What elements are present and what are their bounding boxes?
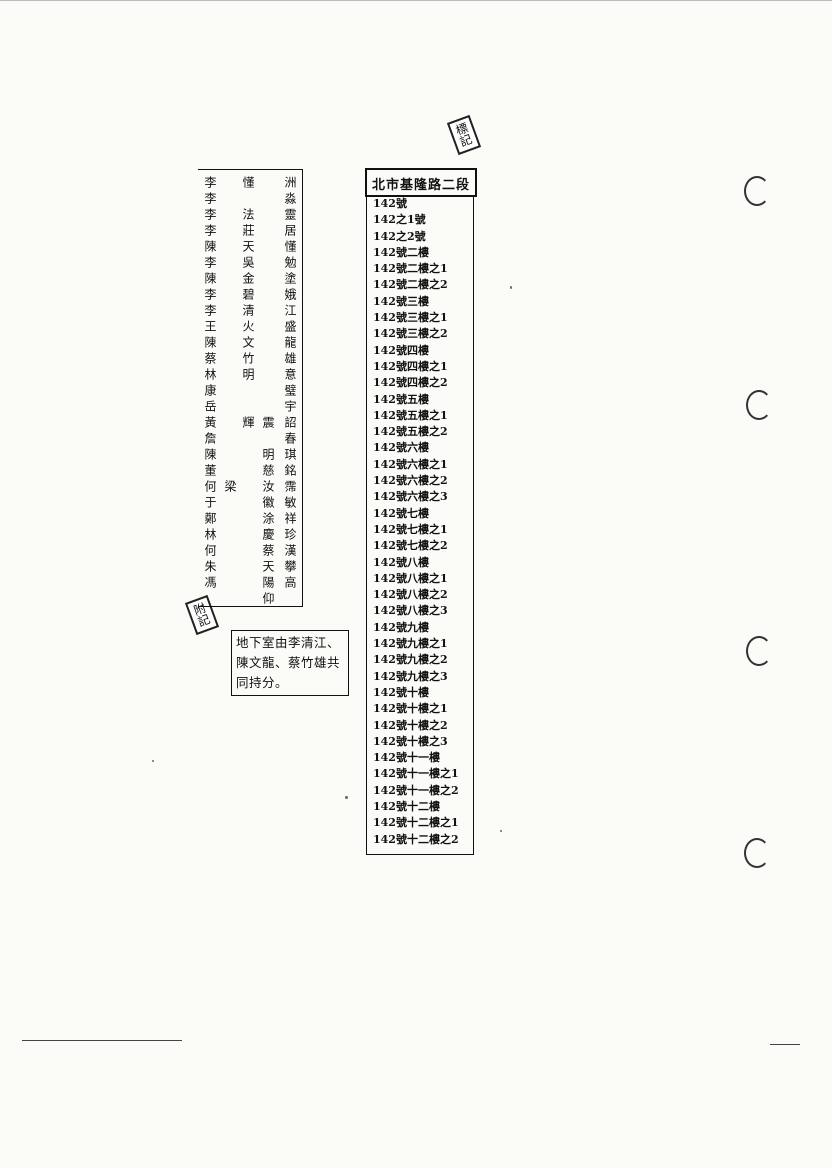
names-column-4: 震 明慈汝徽涂慶蔡天陽仰 bbox=[261, 176, 275, 608]
address-item: 142號七樓之2 bbox=[373, 539, 448, 553]
names-column-2: 梁 bbox=[223, 176, 237, 496]
basement-note: 地下室由李清江、陳文龍、蔡竹雄共同持分。 bbox=[231, 630, 349, 696]
address-item: 142號九樓之1 bbox=[373, 637, 448, 651]
address-item: 142號六樓 bbox=[373, 441, 429, 455]
scan-top-edge bbox=[0, 0, 832, 1]
stamp-char: 記 bbox=[196, 612, 213, 630]
address-header: 北市基隆路二段 bbox=[365, 168, 478, 197]
address-item: 142號十一樓之2 bbox=[373, 783, 459, 797]
address-item: 142號八樓之1 bbox=[373, 571, 448, 585]
address-item: 142號五樓之2 bbox=[373, 425, 448, 439]
scan-speck bbox=[500, 830, 502, 832]
address-item: 142號二樓 bbox=[373, 245, 429, 259]
address-item: 142號二樓之2 bbox=[373, 278, 448, 292]
stamp-char: 記 bbox=[458, 132, 475, 150]
address-list: 142號 142之1號 142之2號 142號二樓 142號二樓之1 142號二樓之2 14… bbox=[373, 196, 459, 848]
address-item: 142號九樓 bbox=[373, 620, 429, 634]
address-item: 142之2號 bbox=[373, 229, 426, 243]
scan-speck bbox=[510, 286, 512, 289]
address-item: 142號四樓之1 bbox=[373, 359, 448, 373]
address-item: 142號八樓之3 bbox=[373, 604, 448, 618]
stamp-top-right: 標 記 bbox=[446, 114, 482, 156]
address-item: 142號三樓之2 bbox=[373, 327, 448, 341]
address-item: 142號十二樓之2 bbox=[373, 832, 459, 846]
address-item: 142號十一樓之1 bbox=[373, 767, 459, 781]
binder-hole-icon bbox=[746, 390, 772, 420]
address-item: 142號十樓 bbox=[373, 685, 429, 699]
address-item: 142號六樓之1 bbox=[373, 457, 448, 471]
address-item: 142號九樓之3 bbox=[373, 669, 448, 683]
address-item: 142號九樓之2 bbox=[373, 653, 448, 667]
address-item: 142號十樓之1 bbox=[373, 702, 448, 716]
address-item: 142號三樓 bbox=[373, 294, 429, 308]
scan-bottom-line-right bbox=[770, 1044, 800, 1045]
address-item: 142號八樓之2 bbox=[373, 588, 448, 602]
binder-hole-icon bbox=[744, 838, 770, 868]
owner-names-box: 李李李李陳李陳李李王陳蔡林康岳黃詹陳董何于鄭林何朱馮 梁 懂 法莊天吳金碧清火文… bbox=[198, 169, 303, 608]
address-item: 142號七樓 bbox=[373, 506, 429, 520]
address-item: 142號六樓之3 bbox=[373, 490, 448, 504]
address-item: 142號十樓之3 bbox=[373, 734, 448, 748]
address-item: 142號十一樓 bbox=[373, 751, 440, 765]
names-column-5: 洲淼靈居懂勉塗娥江盛龍雄意璧宇詔春琪銘霈敏祥珍漢攀高 bbox=[283, 176, 297, 592]
scan-speck bbox=[152, 760, 154, 762]
address-item: 142號四樓之2 bbox=[373, 376, 448, 390]
address-item: 142號三樓之1 bbox=[373, 311, 448, 325]
address-item: 142號七樓之1 bbox=[373, 522, 448, 536]
address-item: 142號四樓 bbox=[373, 343, 429, 357]
address-item: 142號二樓之1 bbox=[373, 262, 448, 276]
address-item: 142號十二樓 bbox=[373, 799, 440, 813]
address-item: 142號 bbox=[373, 197, 407, 210]
binder-hole-icon bbox=[744, 176, 770, 206]
address-item: 142號五樓之1 bbox=[373, 408, 448, 422]
address-item: 142號六樓之2 bbox=[373, 474, 448, 488]
address-item: 142號八樓 bbox=[373, 555, 429, 569]
scan-speck bbox=[345, 796, 348, 799]
names-column-3: 懂 法莊天吳金碧清火文竹明 輝 bbox=[241, 176, 255, 576]
binder-hole-icon bbox=[746, 636, 772, 666]
address-item: 142號十樓之2 bbox=[373, 718, 448, 732]
names-column-surname: 李李李李陳李陳李李王陳蔡林康岳黃詹陳董何于鄭林何朱馮 bbox=[203, 176, 217, 592]
address-item: 142號十二樓之1 bbox=[373, 816, 459, 830]
address-item: 142之1號 bbox=[373, 213, 426, 227]
scan-bottom-line-left bbox=[22, 1040, 182, 1041]
address-item: 142號五樓 bbox=[373, 392, 429, 406]
